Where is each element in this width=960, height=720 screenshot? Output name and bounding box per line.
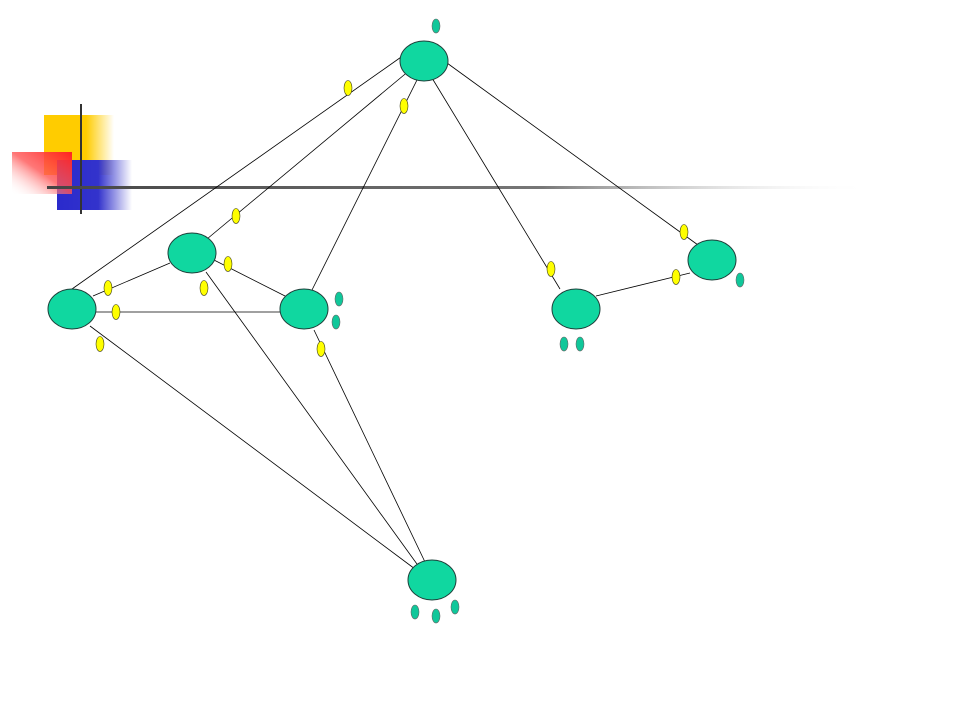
nodes (47, 40, 737, 601)
port-left-bottom (95, 336, 105, 352)
edge-top-mid (311, 77, 419, 291)
port-n1-bottom (199, 280, 209, 296)
node-n1[interactable] (167, 232, 217, 274)
port-top-left (343, 80, 353, 96)
badge-right-1 (559, 336, 569, 352)
badge-right-2 (575, 336, 585, 352)
port-top-mid (399, 98, 409, 114)
port-far-right-top (679, 224, 689, 240)
edge-top-n1 (206, 69, 411, 240)
node-bottom[interactable] (407, 559, 457, 601)
port-mid-bottom (316, 341, 326, 357)
edge-left-bottom (89, 325, 416, 570)
port-left-n1 (103, 280, 113, 296)
edge-top-far-right (446, 62, 699, 246)
node-top[interactable] (399, 40, 449, 82)
node-far-right[interactable] (687, 239, 737, 281)
port-left-mid (111, 304, 121, 320)
badge-bottom-2 (431, 608, 441, 624)
port-far-right-right (671, 269, 681, 285)
node-mid[interactable] (279, 288, 329, 330)
edges (71, 54, 699, 572)
header-horizontal-rule (47, 186, 872, 189)
badge-mid-1 (334, 291, 344, 307)
edge-mid-bottom (313, 329, 426, 563)
edge-n1-mid (211, 258, 288, 298)
edge-top-right (431, 77, 561, 290)
badge-far-right (735, 272, 745, 288)
badge-bottom-1 (410, 604, 420, 620)
edge-n1-bottom (205, 271, 423, 572)
port-right-top (546, 261, 556, 277)
node-right[interactable] (551, 288, 601, 330)
edge-top-left (71, 54, 405, 290)
node-badges (331, 18, 745, 624)
badge-top (431, 18, 441, 34)
port-n1-mid (223, 256, 233, 272)
badge-bottom-3 (450, 599, 460, 615)
node-left[interactable] (47, 288, 97, 330)
badge-mid-2 (331, 314, 341, 330)
port-n1-top (231, 208, 241, 224)
edge-ports (95, 80, 689, 357)
